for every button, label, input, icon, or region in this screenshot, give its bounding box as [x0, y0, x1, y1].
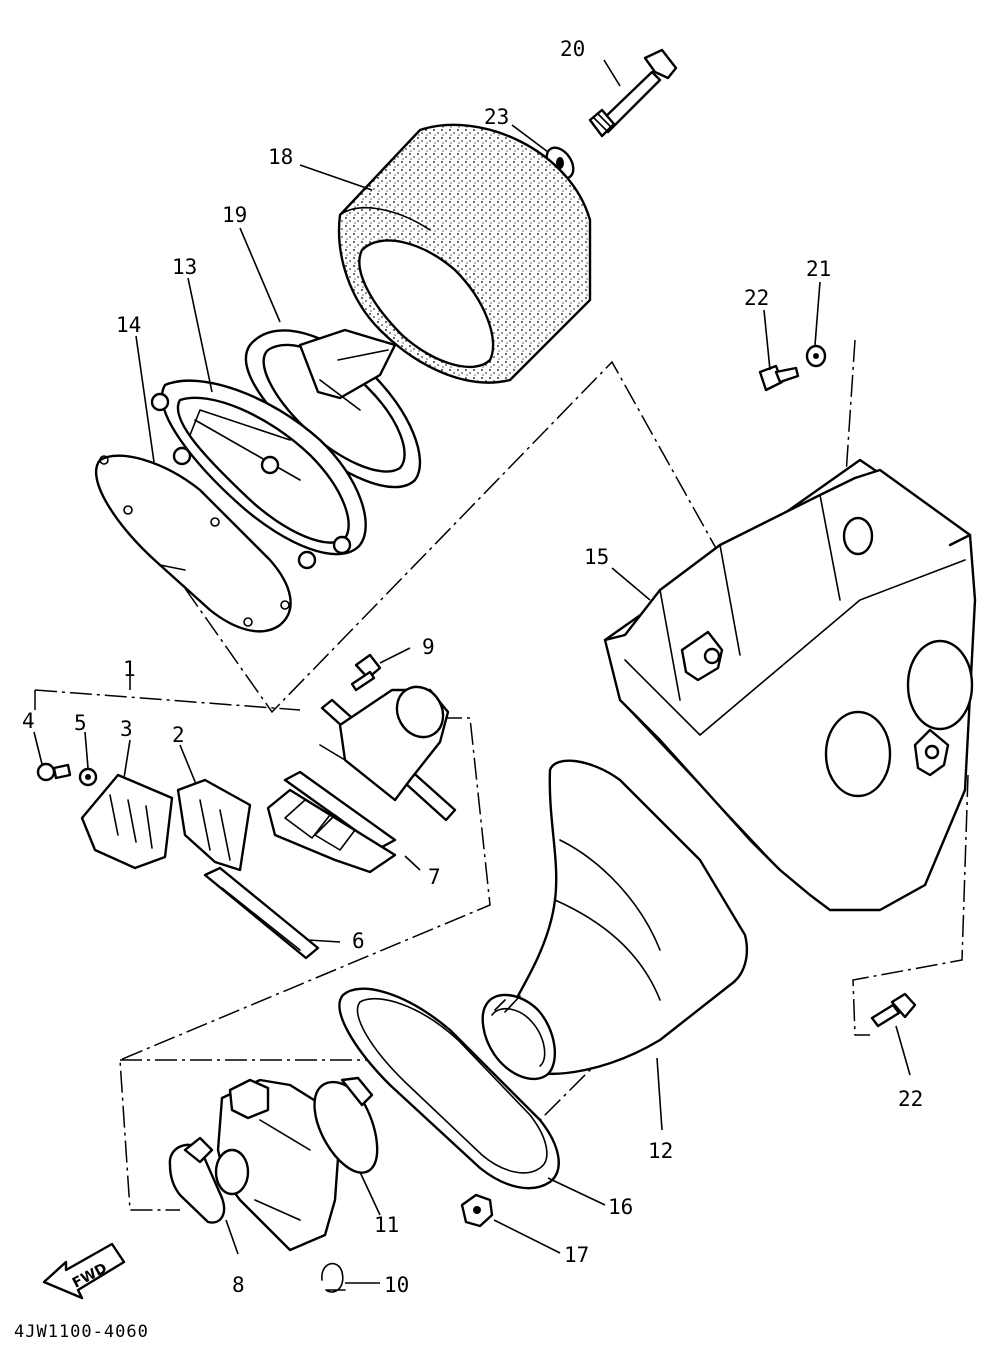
part-5-reed-valve	[266, 770, 397, 874]
callout-6: 6	[352, 929, 365, 953]
part-6-gasket	[203, 866, 320, 960]
callout-2: 2	[172, 723, 185, 747]
callout-14: 14	[116, 313, 141, 337]
part-21-washer	[805, 344, 827, 368]
part-5-washer	[78, 767, 98, 787]
callout-8: 8	[232, 1273, 245, 1297]
part-12-intake-duct	[481, 759, 749, 1081]
callout-4: 4	[22, 709, 35, 733]
part-18-air-filter-element	[337, 123, 592, 384]
part-22-bolt-top	[758, 364, 800, 392]
callout-12: 12	[648, 1139, 673, 1163]
callout-20: 20	[560, 37, 585, 61]
part-19-filter-guide	[244, 328, 422, 489]
leader-lines	[33, 59, 911, 1284]
part-15-air-box	[603, 458, 977, 912]
part-20-bolt	[588, 48, 678, 138]
callout-3: 3	[120, 717, 133, 741]
callout-15: 15	[584, 545, 609, 569]
part-17-nut	[460, 1193, 494, 1228]
callout-17: 17	[564, 1243, 589, 1267]
callout-1: 1	[123, 657, 136, 681]
part-16-gasket	[338, 987, 560, 1190]
callout-22-top: 22	[744, 286, 769, 310]
callout-11: 11	[374, 1213, 399, 1237]
part-2-reed	[176, 778, 252, 872]
part-11-clamp	[313, 1076, 379, 1174]
callout-9: 9	[422, 635, 435, 659]
callout-19: 19	[222, 203, 247, 227]
part-3-reed-stopper	[80, 773, 174, 870]
part-7-carburetor-joint	[319, 685, 457, 822]
part-10-clip	[321, 1262, 346, 1293]
carburetor	[214, 1078, 342, 1252]
callout-7: 7	[428, 865, 441, 889]
part-4-screw	[36, 762, 72, 782]
callout-13: 13	[172, 255, 197, 279]
callout-5: 5	[74, 711, 87, 735]
callout-23: 23	[484, 105, 509, 129]
part-8-clamp	[168, 1136, 226, 1224]
part-9-bolt	[350, 653, 382, 692]
diagram-code: 4JW1100-4060	[14, 1322, 149, 1342]
part-14-gasket	[94, 454, 292, 633]
callout-22-bottom: 22	[898, 1087, 923, 1111]
part-22-bolt-bottom	[870, 992, 917, 1028]
callout-18: 18	[268, 145, 293, 169]
callout-labels: 20 23 18 19 13 14 21 22 15 9 1 4 5 3 2 7…	[22, 37, 923, 1297]
part-13-filter-cage	[150, 379, 367, 570]
callout-21: 21	[806, 257, 831, 281]
callout-16: 16	[608, 1195, 633, 1219]
callout-10: 10	[384, 1273, 409, 1297]
fwd-arrow-icon: FWD	[42, 1242, 126, 1300]
